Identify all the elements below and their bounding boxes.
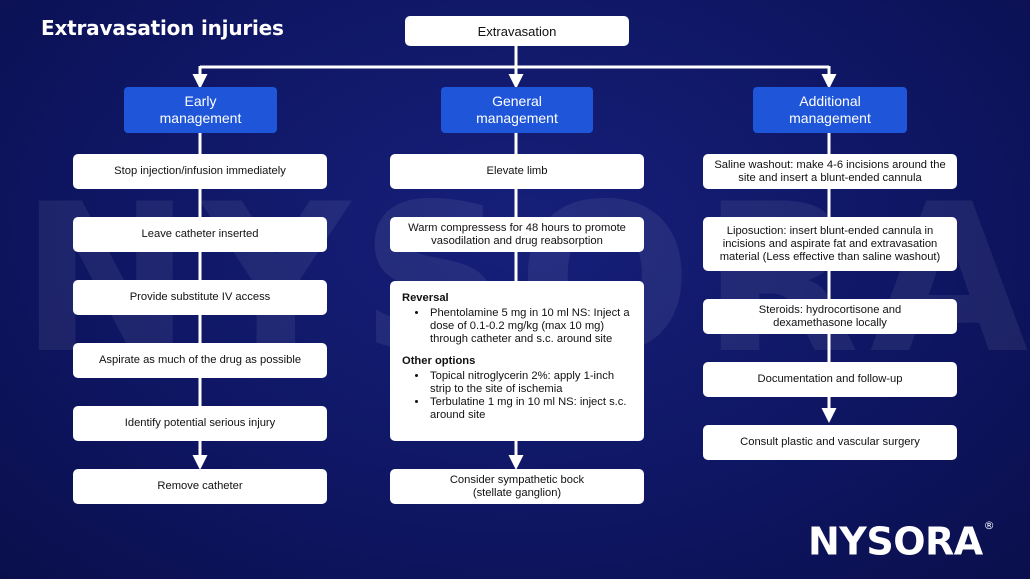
other-options-list: Topical nitroglycerin 2%: apply 1-inch s… [402, 370, 632, 422]
other-option-terbutaline: Terbulatine 1 mg in 10 ml NS: inject s.c… [428, 396, 632, 422]
reversal-item-phentolamine: Phentolamine 5 mg in 10 ml NS: Inject a … [428, 307, 632, 346]
step-saline-washout: Saline washout: make 4-6 incisions aroun… [703, 154, 957, 189]
step-steroids: Steroids: hydrocortisone and dexamethaso… [703, 299, 957, 334]
step-stop-injection: Stop injection/infusion immediately [73, 154, 327, 189]
step-sympathetic-block: Consider sympathetic bock (stellate gang… [390, 469, 644, 504]
step-warm-compresses: Warm compressess for 48 hours to promote… [390, 217, 644, 252]
header-general-management: General management [441, 87, 593, 133]
header-additional-management: Additional management [753, 87, 907, 133]
step-liposuction: Liposuction: insert blunt-ended cannula … [703, 217, 957, 271]
step-leave-catheter: Leave catheter inserted [73, 217, 327, 252]
other-option-nitroglycerin: Topical nitroglycerin 2%: apply 1-inch s… [428, 370, 632, 396]
reversal-list: Phentolamine 5 mg in 10 ml NS: Inject a … [402, 307, 632, 346]
step-elevate-limb: Elevate limb [390, 154, 644, 189]
page-title: Extravasation injuries [41, 16, 284, 40]
other-options-title: Other options [402, 355, 476, 367]
step-identify-injury: Identify potential serious injury [73, 406, 327, 441]
step-substitute-iv: Provide substitute IV access [73, 280, 327, 315]
nysora-logo: NYSORA® [808, 516, 995, 564]
header-early-management: Early management [124, 87, 277, 133]
logo-text: NYSORA [808, 519, 983, 564]
step-aspirate-drug: Aspirate as much of the drug as possible [73, 343, 327, 378]
registered-mark: ® [983, 519, 995, 532]
reversal-title: Reversal [402, 292, 449, 304]
root-node-extravasation: Extravasation [405, 16, 629, 46]
step-documentation: Documentation and follow-up [703, 362, 957, 397]
reversal-options-box: Reversal Phentolamine 5 mg in 10 ml NS: … [390, 281, 644, 441]
step-remove-catheter: Remove catheter [73, 469, 327, 504]
step-consult-surgery: Consult plastic and vascular surgery [703, 425, 957, 460]
